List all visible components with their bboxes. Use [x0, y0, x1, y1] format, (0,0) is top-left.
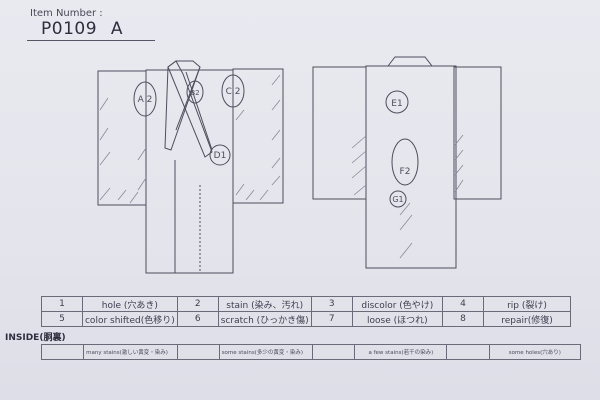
legend-desc: color shifted(色移り) [81, 311, 178, 327]
kimono-back-view [312, 56, 502, 269]
inside-checkbox [312, 344, 356, 360]
inside-checkbox [176, 344, 220, 360]
inside-condition-table: many stains(激しい黄変・染み) some stains(多少の黄変・… [40, 344, 582, 360]
marker-g1: G1 [392, 195, 403, 204]
marker-c2: C 2 [226, 87, 241, 97]
item-number-label: Item Number : [30, 8, 103, 19]
kimono-front-view [97, 60, 284, 274]
inside-section-title: INSIDE(胴裏) [5, 333, 66, 343]
legend-num: 3 [310, 296, 353, 312]
legend-row: 5 color shifted(色移り) 6 scratch (ひっかき傷) 7… [41, 311, 572, 327]
legend-desc: rip (裂け) [482, 296, 572, 312]
kimono-diagram: A 2 B2 C 2 D1 E1 F2 G1 [97, 56, 502, 274]
inside-desc: a few stains(若干の染み) [354, 344, 448, 360]
inside-checkbox [446, 344, 490, 360]
legend-num: 8 [442, 311, 484, 327]
legend-desc: repair(修復) [482, 311, 572, 327]
marker-f2: F2 [400, 167, 411, 177]
item-number-underline [27, 40, 155, 41]
legend-num: 2 [176, 296, 219, 312]
inside-desc: some stains(多少の黄変・染み) [218, 344, 314, 360]
inside-desc: many stains(激しい黄変・染み) [83, 344, 178, 360]
item-number-value: P0109 A [41, 19, 124, 39]
legend-row: 1 hole (穴あき) 2 stain (染み、汚れ) 3 discolor … [41, 296, 572, 312]
inside-checkbox [40, 344, 85, 360]
inside-row: many stains(激しい黄変・染み) some stains(多少の黄変・… [40, 344, 582, 360]
legend-num: 6 [176, 311, 219, 327]
marker-b2: B2 [190, 89, 199, 97]
legend-num: 5 [41, 311, 83, 327]
legend-desc: loose (ほつれ) [351, 311, 444, 327]
marker-a2: A 2 [138, 95, 153, 105]
legend-num: 7 [310, 311, 353, 327]
inside-desc: some holes(穴あり) [488, 344, 582, 360]
damage-legend-table: 1 hole (穴あき) 2 stain (染み、汚れ) 3 discolor … [41, 296, 572, 327]
legend-num: 1 [41, 296, 83, 312]
legend-desc: discolor (色やけ) [351, 296, 444, 312]
marker-e1: E1 [391, 99, 402, 109]
legend-desc: hole (穴あき) [81, 296, 178, 312]
marker-d1: D1 [214, 151, 227, 161]
legend-num: 4 [442, 296, 484, 312]
legend-desc: stain (染み、汚れ) [217, 296, 312, 312]
legend-desc: scratch (ひっかき傷) [217, 311, 312, 327]
